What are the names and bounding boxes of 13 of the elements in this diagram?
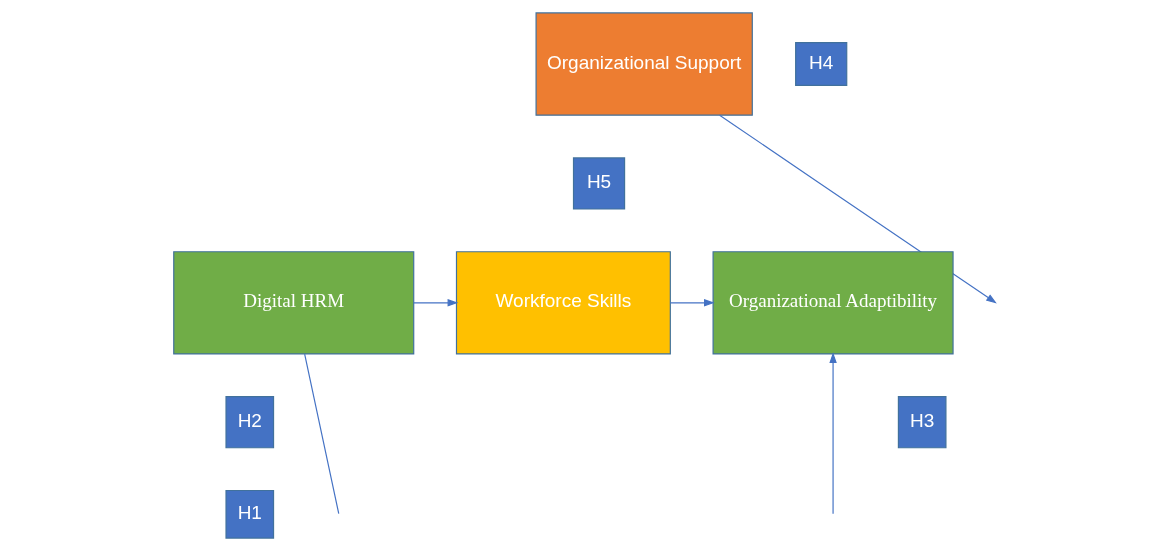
node-box: H3 bbox=[897, 396, 947, 449]
node-box: H4 bbox=[795, 42, 848, 87]
node-box: H1 bbox=[225, 489, 275, 539]
arrow bbox=[829, 352, 837, 515]
arrow bbox=[669, 299, 715, 307]
node-box: Workforce Skills bbox=[455, 251, 671, 355]
connector bbox=[304, 353, 340, 515]
node-box: H2 bbox=[225, 396, 275, 449]
arrow bbox=[413, 299, 459, 307]
node-box: H5 bbox=[572, 157, 626, 210]
node-box: Organizational Support bbox=[535, 12, 753, 116]
node-box: Organizational Adaptibility bbox=[712, 251, 954, 355]
node-box: Digital HRM bbox=[173, 251, 415, 355]
